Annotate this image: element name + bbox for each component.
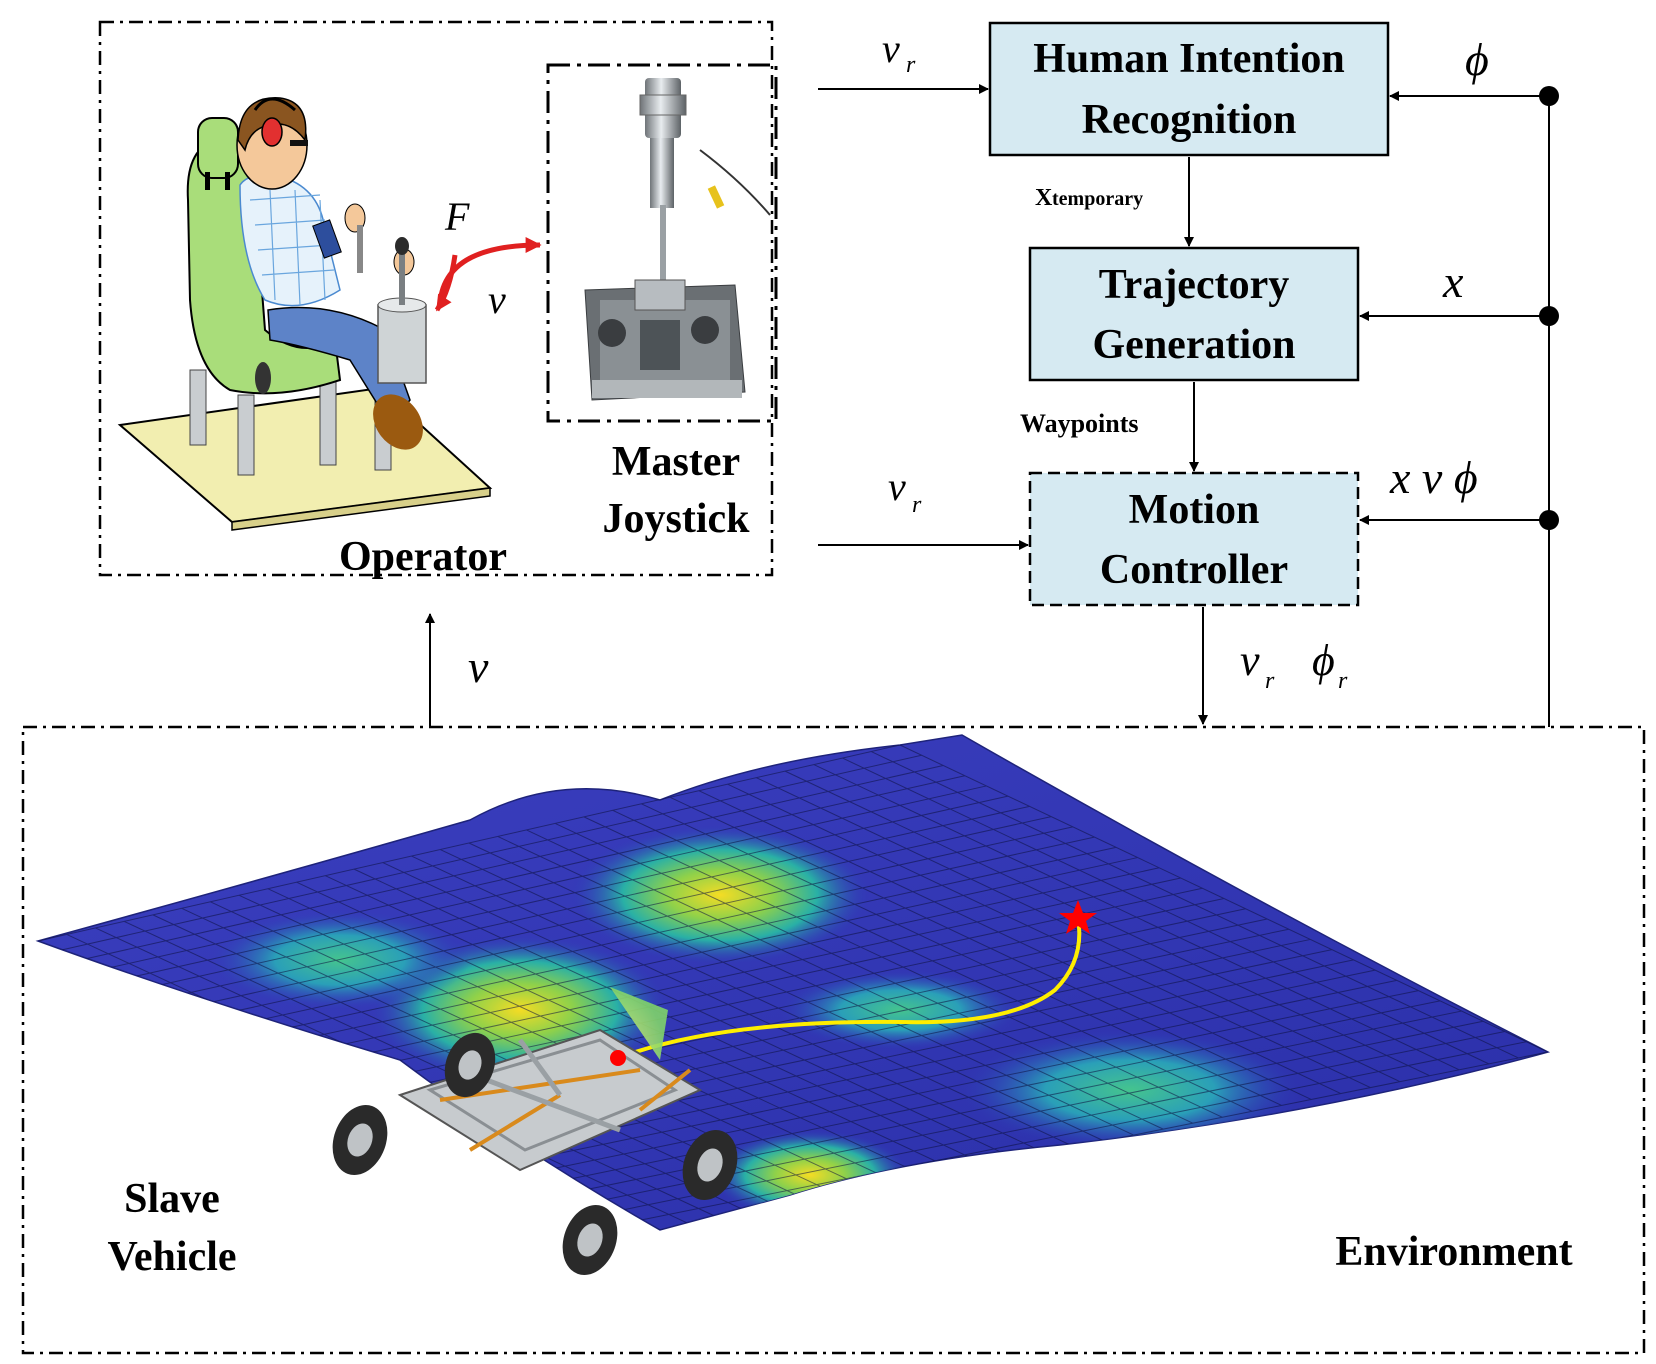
operator-region-frame [98, 20, 774, 577]
force-symbol: F [444, 194, 470, 239]
bus-junction-1 [1539, 86, 1559, 106]
vr-top-symbol: v [882, 26, 900, 71]
vr-mid-symbol: v [888, 464, 906, 509]
operator-velocity-symbol: v [488, 277, 506, 322]
terrain-mesh-line [79, 764, 944, 961]
terrain-mesh-line [535, 990, 1419, 1173]
terrain-mesh-line [58, 754, 922, 952]
planned-path [617, 917, 1082, 1060]
vehicle-illustration [332, 1028, 738, 1275]
traj-line2: Generation [1093, 322, 1296, 368]
terrain-mesh-line [38, 744, 901, 942]
vr-out-symbol: v [1240, 636, 1260, 685]
terrain-mesh-line [286, 867, 1160, 1058]
slave-label-line1: Slave [124, 1176, 220, 1222]
terrain-mesh-line [120, 785, 987, 981]
force-arrow [437, 237, 542, 304]
terrain-mesh-line [307, 877, 1181, 1067]
vr-top-subscript: r [906, 52, 916, 78]
terrain-mesh-line [183, 816, 1052, 1009]
terrain-mesh-line [639, 1041, 1527, 1221]
feedback-velocity-symbol: v [468, 641, 489, 692]
slave-label-line2: Vehicle [107, 1234, 236, 1280]
traj-line1: Trajectory [1099, 262, 1289, 308]
environment-region-frame [21, 725, 1646, 1355]
motion-line2: Controller [1100, 547, 1288, 593]
terrain-mesh-line [245, 846, 1117, 1038]
terrain-mesh-line [597, 1020, 1484, 1202]
environment-label: Environment [1335, 1229, 1572, 1275]
goal-star-icon [1059, 900, 1097, 934]
terrain-mesh-line [100, 775, 965, 971]
terrain-mesh-line [141, 795, 1009, 990]
phi-symbol: ϕ [1465, 34, 1489, 85]
phir-out-subscript: r [1338, 668, 1348, 694]
vr-out-subscript: r [1265, 668, 1275, 694]
terrain-surface [35, 734, 1551, 1231]
sensor-cone-icon [610, 987, 668, 1060]
terrain-mesh-line [265, 857, 1138, 1048]
hir-line1: Human Intention [1033, 36, 1345, 82]
velocity-arrow-red [434, 254, 458, 312]
human-intention-recognition-block [988, 21, 1390, 157]
terrain-mesh-line [618, 1031, 1505, 1212]
x-symbol: x [1442, 256, 1464, 307]
waypoints-label: Waypoints [1020, 409, 1139, 438]
motion-controller-block [1028, 471, 1360, 607]
bus-junction-2 [1539, 306, 1559, 326]
phir-out-symbol: ϕ [1312, 636, 1335, 685]
terrain-mesh-line [514, 979, 1397, 1164]
terrain-mesh-line [224, 836, 1095, 1029]
joystick-photo [584, 78, 771, 401]
master-label-line2: Joystick [603, 496, 751, 542]
master-joystick-frame [546, 63, 778, 423]
xtemporary-label-main: X [1035, 185, 1053, 211]
operator-illustration [117, 97, 493, 531]
motion-line1: Motion [1129, 487, 1260, 533]
terrain-mesh-line [203, 826, 1073, 1019]
bus-junction-3 [1539, 510, 1559, 530]
vr-mid-subscript: r [912, 492, 922, 518]
hir-line2: Recognition [1082, 97, 1297, 143]
terrain-mesh-line [162, 805, 1030, 1000]
operator-label: Operator [339, 534, 507, 580]
xtemporary-label-sub: temporary [1052, 188, 1143, 210]
master-label-line1: Master [612, 439, 740, 485]
terrain-mesh-line [494, 969, 1376, 1154]
trajectory-generation-block [1028, 246, 1360, 382]
xvphi-symbol: x v ϕ [1389, 452, 1478, 503]
